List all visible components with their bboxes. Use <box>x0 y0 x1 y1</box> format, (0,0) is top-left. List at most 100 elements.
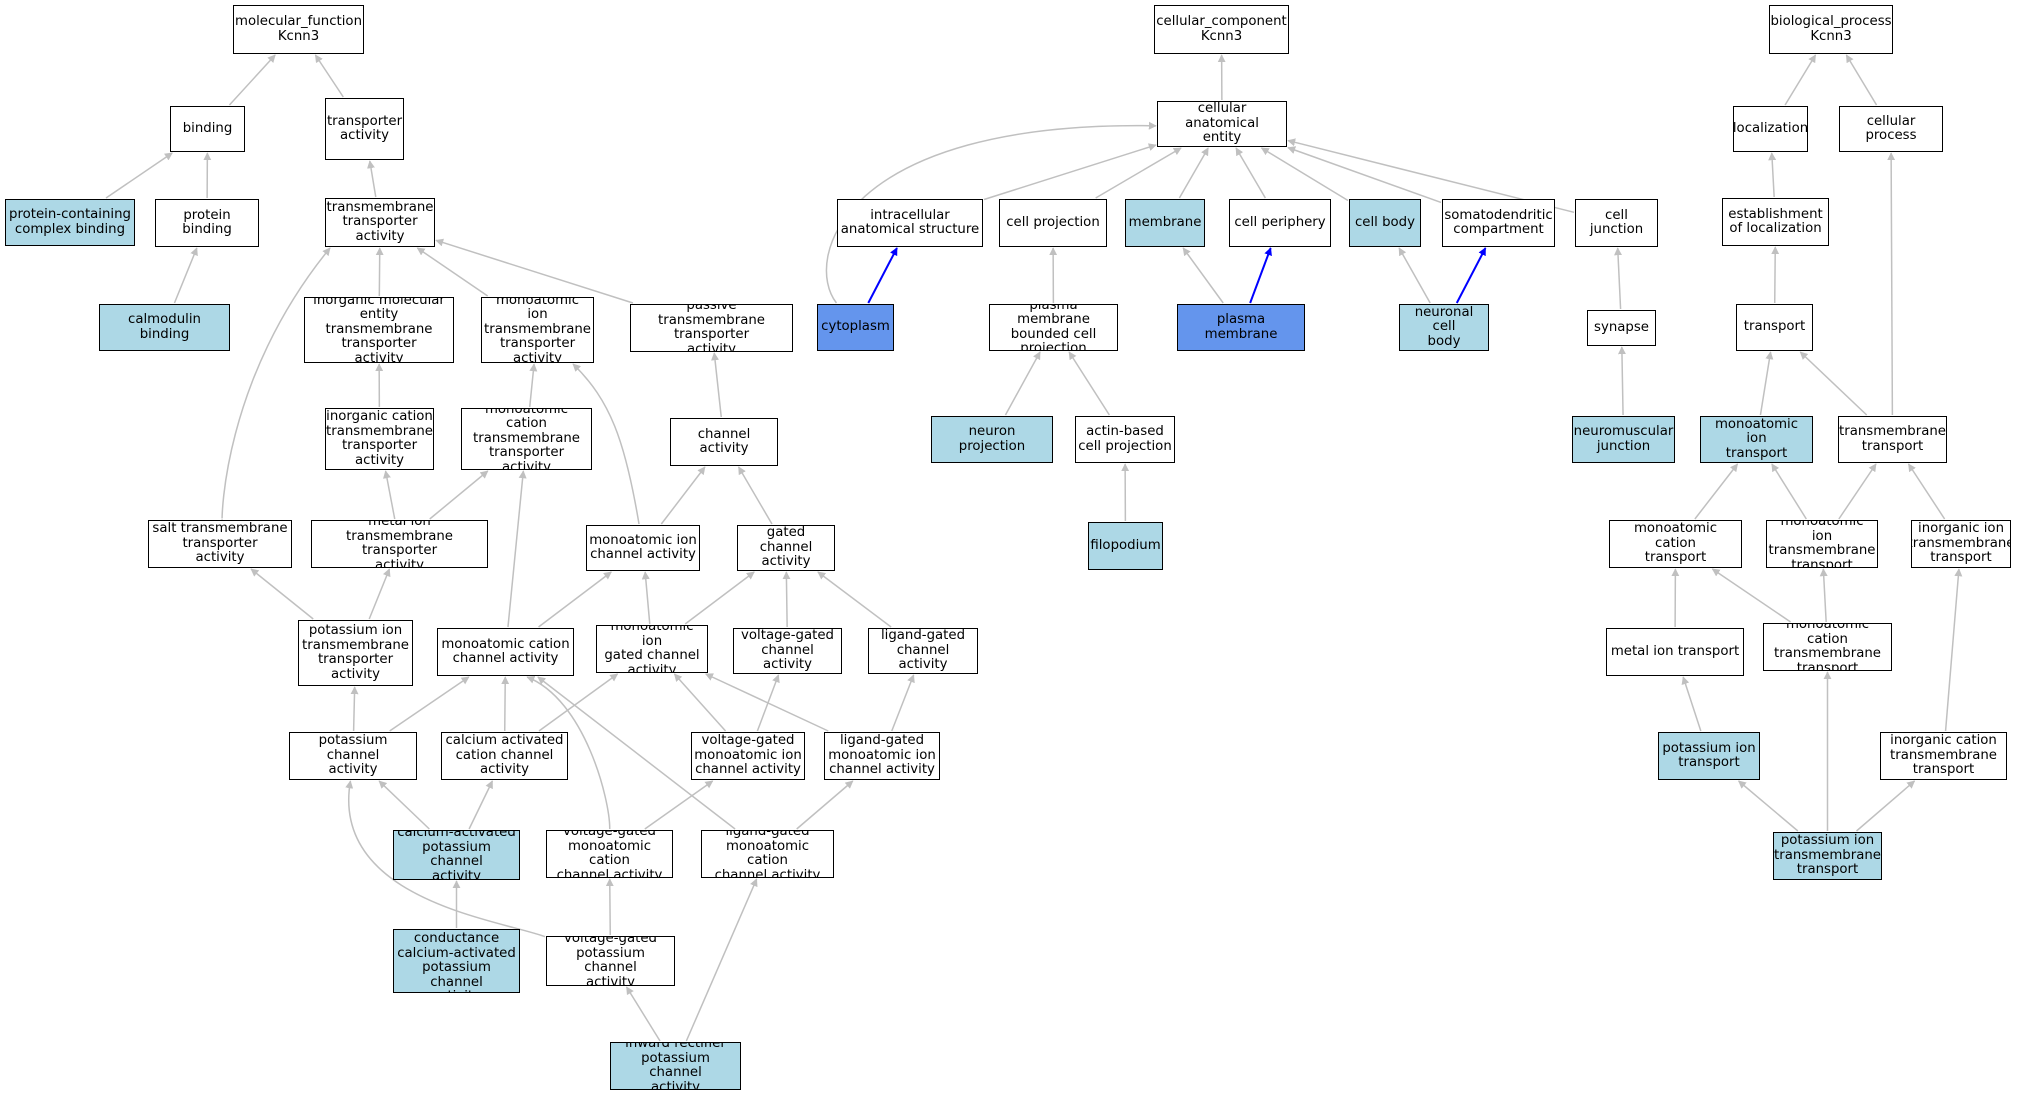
edge-neuronal_cell_body-to-cell_body <box>1398 247 1431 304</box>
edge-k_channel-to-mono_cat_channel <box>389 676 470 732</box>
node-label-line: membrane <box>1128 214 1202 230</box>
node-label-line: transmembrane <box>326 199 434 215</box>
node-cytoplasm[interactable]: cytoplasm <box>817 304 894 351</box>
node-plasma-membrane[interactable]: plasma membrane <box>1177 304 1305 351</box>
node-metal-ion-transport[interactable]: metal ion transport <box>1606 628 1744 676</box>
node-label-line: neuron projection <box>958 424 1026 454</box>
node-cell-body[interactable]: cell body <box>1349 199 1421 247</box>
node-label-line: monoatomic cation <box>725 838 810 868</box>
node-filopodium[interactable]: filopodium <box>1088 522 1163 570</box>
edge-k_ion_transport-to-metal_ion_transport <box>1681 676 1702 732</box>
node-calmodulin[interactable]: calmodulin binding <box>99 304 230 351</box>
edge-mono_cat_tm_transport-to-mono_ion_tm_transport <box>1819 568 1828 623</box>
node-membrane[interactable]: membrane <box>1125 199 1205 247</box>
node-label-line: somatodendritic <box>1444 207 1553 223</box>
edge-volt_k-to-k_channel <box>345 780 546 938</box>
node-label-line: activity <box>501 459 551 470</box>
node-cell-periphery[interactable]: cell periphery <box>1229 199 1331 247</box>
node-label-line: transporter <box>342 214 418 230</box>
node-cellular-process[interactable]: cellular process <box>1839 106 1943 152</box>
node-label: localization <box>1734 121 1807 137</box>
edge-est_localization-to-localization <box>1768 152 1777 198</box>
node-localization[interactable]: localization <box>1733 106 1808 152</box>
node-channel-activity[interactable]: channel activity <box>670 418 778 466</box>
node-label-line: entity <box>1202 130 1242 146</box>
node-synapse[interactable]: synapse <box>1587 310 1656 346</box>
edge-volt_gated_ch-to-gated_channel <box>782 571 791 628</box>
edge-inorg_ion_tm_transport-to-tm_transport <box>1907 463 1946 520</box>
node-cell-projection[interactable]: cell projection <box>999 199 1107 247</box>
node-label-line: monoatomic ion <box>610 625 694 649</box>
node-label-line: Kcnn3 <box>277 28 320 44</box>
node-label-line: monoatomic ion <box>1714 416 1799 447</box>
edge-passive_tm-to-tm_transporter <box>435 238 634 304</box>
edge-channel_activity-to-passive_tm <box>711 352 723 418</box>
node-label-line: ligand-gated <box>725 830 810 839</box>
node-label-line: channel activity <box>829 762 935 778</box>
node-label-line: transporter <box>341 438 418 453</box>
node-small-cond[interactable]: small conductancecalcium-activatedpotass… <box>393 929 520 993</box>
node-label-line: transport <box>1912 762 1975 778</box>
edge-localization-to-bp <box>1784 54 1817 106</box>
node-neuron-projection[interactable]: neuron projection <box>931 416 1053 463</box>
edge-k_ion_tm_transport-to-k_ion_transport <box>1738 780 1799 832</box>
node-label-line: metal ion transport <box>1610 643 1740 659</box>
node-transport[interactable]: transport <box>1736 304 1813 351</box>
node-label-line: potassium channel <box>422 960 491 990</box>
node-label-line: gated channel <box>604 648 700 663</box>
node-cell-junction[interactable]: cell junction <box>1575 199 1658 247</box>
node-label: cell body <box>1355 215 1415 231</box>
node-protein-binding[interactable]: protein binding <box>155 199 259 247</box>
edge-ca_act_k-to-k_channel <box>378 780 430 830</box>
node-binding[interactable]: binding <box>170 106 245 152</box>
